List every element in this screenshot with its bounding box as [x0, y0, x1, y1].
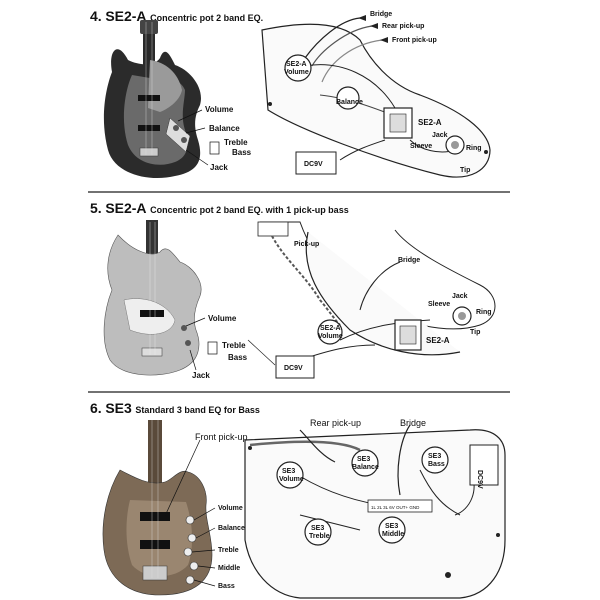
label-se3-c: SE3 [428, 453, 441, 460]
label-front-pickup: Front pick-up [392, 37, 437, 44]
label-balance: Balance [209, 124, 240, 133]
jazz-bass-guitar-4 [103, 20, 201, 179]
label-sleeve: Sleeve [410, 143, 432, 150]
label-se3-e: SE3 [385, 523, 398, 530]
label-rear-pickup: Rear pick-up [382, 23, 424, 30]
label-volume: Volume [279, 476, 304, 483]
label-balance: Balance [352, 464, 379, 471]
section-number: 4. [90, 8, 102, 24]
label-bass: Bass [428, 461, 445, 468]
label-se3-b: SE3 [357, 456, 370, 463]
label-pot-sub: Volume [284, 69, 309, 76]
label-sleeve: Sleeve [428, 301, 450, 308]
wiring-5-labels: Pick-up Bridge SE2-A Volume SE2-A Jack S… [284, 241, 492, 372]
label-jack: Jack [210, 163, 228, 172]
label-pot: SE2-A [320, 325, 341, 332]
section-subtitle: Concentric pot 2 band EQ. with 1 pick-up… [150, 205, 349, 215]
label-se3-d: SE3 [311, 525, 324, 532]
label-se3-a: SE3 [282, 468, 295, 475]
control-cavity [261, 23, 491, 178]
wood-bass-guitar-6 [102, 420, 213, 596]
label-bridge: Bridge [370, 11, 392, 18]
p-bass-guitar-5 [103, 220, 202, 376]
label-bridge: Bridge [398, 257, 420, 264]
wiring-diagram-6 [244, 424, 506, 599]
label-ring: Ring [476, 309, 492, 316]
guitar-6-callouts: Front pick-up Volume Balance Treble Midd… [164, 432, 248, 590]
label-preamp: SE2-A [418, 118, 442, 127]
wiring-diagram-5 [247, 221, 496, 379]
section-6-title: 6. SE3 Standard 3 band EQ for Bass [90, 400, 260, 416]
section-number: 5. [90, 200, 102, 216]
label-treble: Treble [222, 341, 246, 350]
label-ring: Ring [466, 145, 482, 152]
guitar-5-callouts: Volume Treble Bass Jack [185, 314, 248, 380]
label-volume: Volume [208, 314, 237, 323]
label-pot: SE2-A [286, 61, 307, 68]
section-4-title: 4. SE2-A Concentric pot 2 band EQ. [90, 8, 263, 24]
section-number: 6. [90, 400, 102, 416]
label-jack: Jack [192, 371, 210, 380]
label-pot-sub: Volume [318, 333, 343, 340]
label-bass: Bass [232, 148, 252, 157]
label-bass: Bass [218, 583, 235, 590]
label-battery: DC9V [304, 161, 323, 168]
label-balance: Balance [336, 99, 363, 106]
label-pickup: Pick-up [294, 241, 319, 248]
label-bass: Bass [228, 353, 248, 362]
label-treble: Treble [218, 547, 239, 554]
label-board: 1L 2L 3L 6V OUT+ GND [371, 505, 420, 510]
label-tip: Tip [470, 329, 480, 336]
section-5-title: 5. SE2-A Concentric pot 2 band EQ. with … [90, 200, 349, 216]
label-preamp: SE2-A [426, 336, 450, 345]
label-front-pickup: Front pick-up [195, 432, 248, 442]
section-subtitle: Standard 3 band EQ for Bass [135, 405, 260, 415]
label-tip: Tip [460, 167, 470, 174]
guitar-4-callouts: Volume Balance Treble Bass Jack [177, 105, 252, 172]
section-subtitle: Concentric pot 2 band EQ. [150, 13, 264, 23]
label-volume: Volume [218, 505, 243, 512]
label-treble: Treble [224, 138, 248, 147]
label-battery: DC9V [284, 365, 303, 372]
wiring-diagram-4 [261, 15, 491, 178]
label-rear-pickup: Rear pick-up [310, 418, 361, 428]
label-jack: Jack [432, 132, 448, 139]
section-model: SE2-A [105, 8, 147, 24]
section-model: SE3 [105, 400, 132, 416]
label-battery: DC9V [476, 470, 483, 489]
label-middle: Middle [382, 531, 404, 538]
label-middle: Middle [218, 565, 240, 572]
label-balance: Balance [218, 525, 245, 532]
label-jack: Jack [452, 293, 468, 300]
wiring-4-labels: Bridge Rear pick-up Front pick-up SE2-A … [284, 11, 482, 174]
label-bridge: Bridge [400, 418, 426, 428]
label-volume: Volume [205, 105, 234, 114]
section-model: SE2-A [105, 200, 147, 216]
wiring-6-labels: Rear pick-up Bridge SE3 Volume SE3 Balan… [279, 418, 483, 540]
label-treble: Treble [309, 533, 330, 540]
